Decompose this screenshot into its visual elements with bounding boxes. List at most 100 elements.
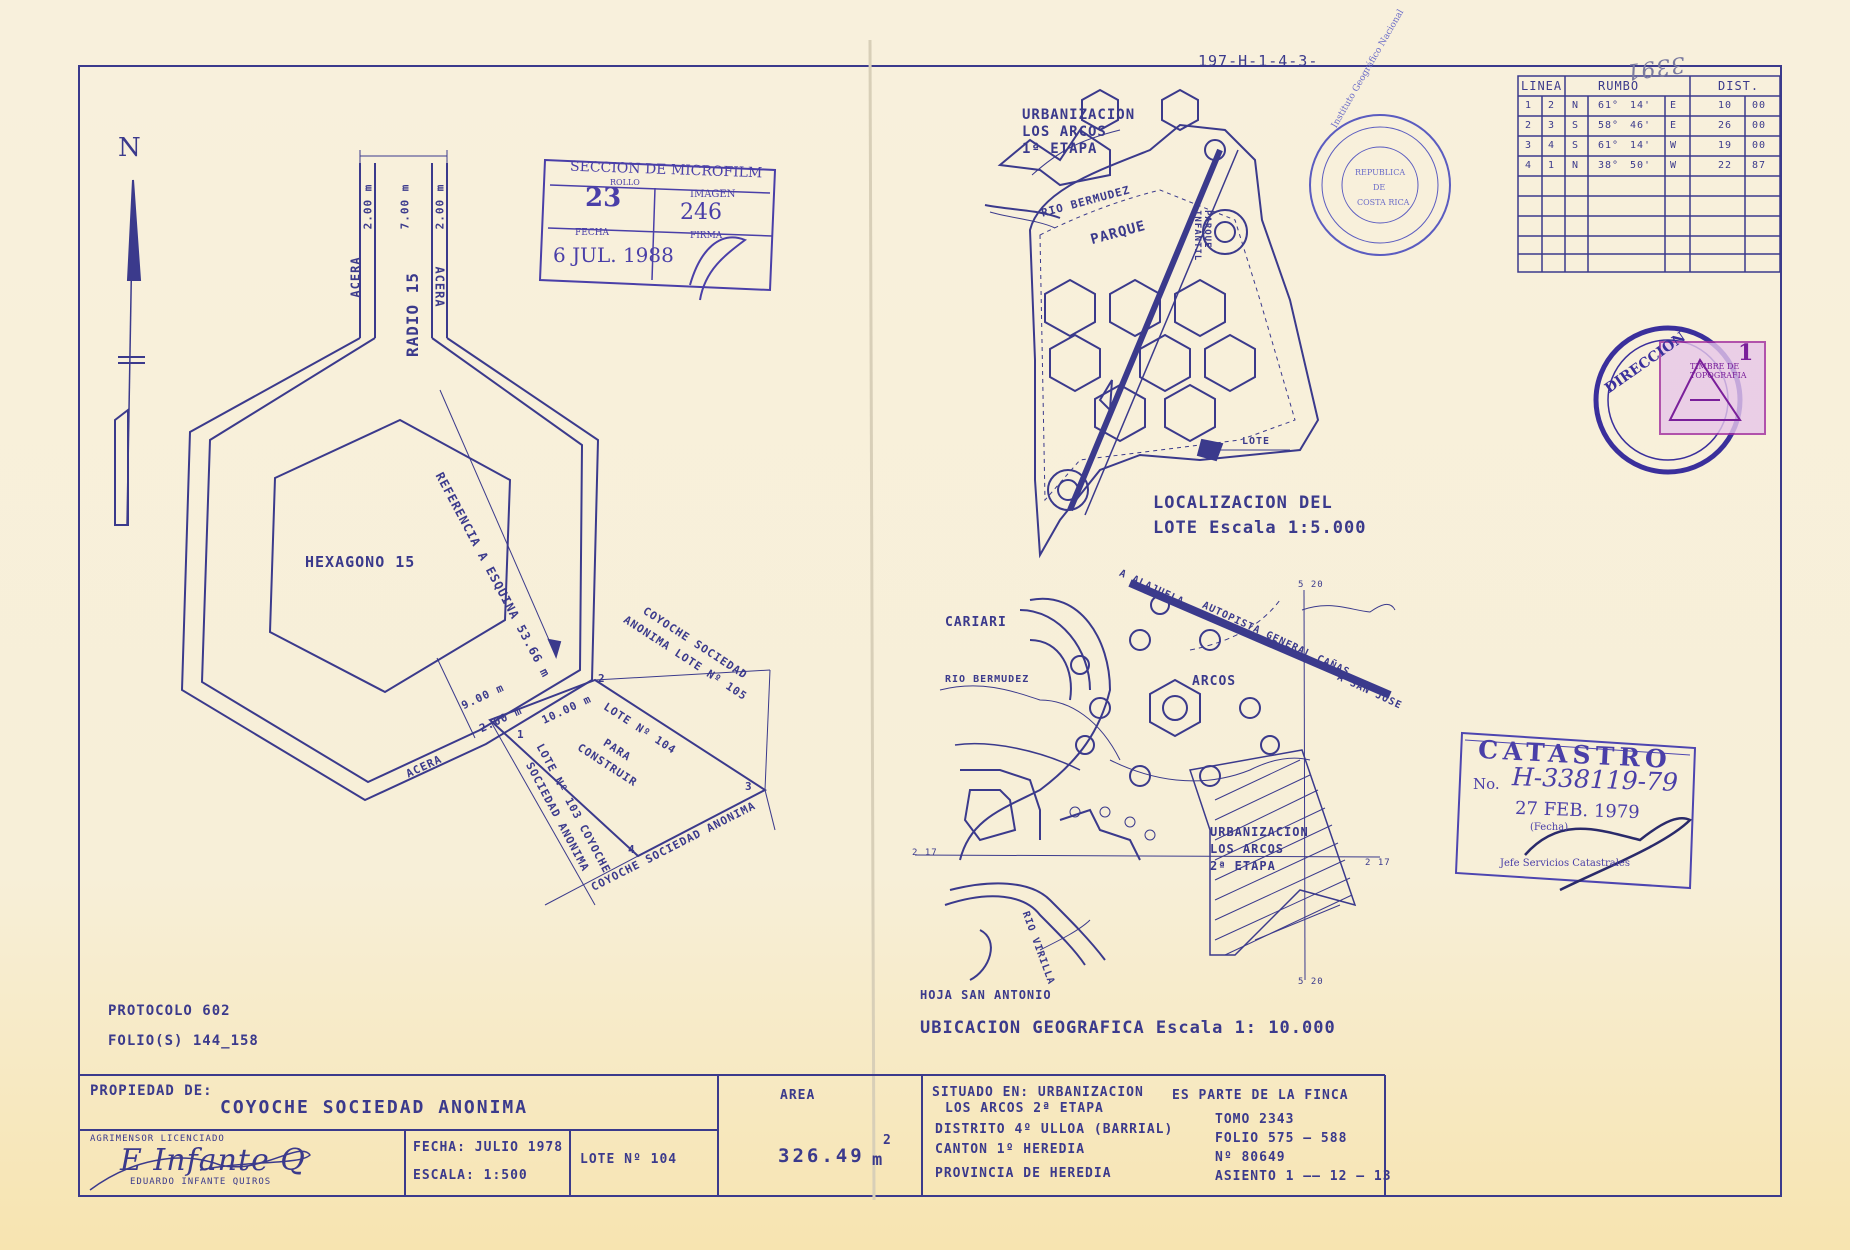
document-code: 197-H-1-4-3- [1198,52,1319,70]
geo-urb-1: URBANIZACION [1210,825,1309,839]
seal-center-2: DE [1373,183,1386,192]
bearing-cell: 1 [1548,160,1556,171]
loc-caption-1: LOCALIZACION DEL [1153,493,1333,513]
geo-urb-3: 2ª ETAPA [1210,859,1276,873]
bearing-cell: 50' [1630,160,1652,171]
tomo: TOMO 2343 [1215,1112,1295,1127]
catastro-number: H-338119-79 [1511,762,1679,797]
catastro-date: 27 FEB. 1979 [1514,797,1641,824]
sidewalk-right-label: ACERA [432,266,447,308]
bearing-cell: 58° [1598,120,1620,131]
bearing-cell: 00 [1752,140,1767,151]
numero-finca: Nº 80649 [1215,1150,1286,1165]
microfilm-rollo-label: ROLLO [610,178,640,187]
bearing-cell: N [1572,160,1580,171]
surveyor-signature-text: E Infante Q [120,1143,306,1178]
north-label: N [118,133,142,163]
bearing-cell: 00 [1752,100,1767,111]
bearing-cell: 10 [1718,100,1733,111]
bearing-cell: S [1572,120,1580,131]
geo-arcos: ARCOS [1192,674,1237,689]
bearing-cell: S [1572,140,1580,151]
loc-lote: LOTE [1242,436,1271,447]
catastro-stamp [1454,731,1697,892]
title-block-grid [79,1074,1386,1196]
vertex-3: 3 [745,780,753,793]
seal-center-1: REPUBLICA [1355,168,1406,177]
geo-urb-2: LOS ARCOS [1210,842,1285,856]
folio: FOLIO 575 — 588 [1215,1131,1348,1146]
bearing-cell: 3 [1548,120,1556,131]
fecha: FECHA: JULIO 1978 [413,1140,564,1155]
bearing-header-rumbo: RUMBO [1598,79,1640,93]
owner-name: COYOCHE SOCIEDAD ANONIMA [220,1097,529,1118]
microfilm-firma-label: FIRMA [690,231,723,241]
geo-hoja: HOJA SAN ANTONIO [920,988,1052,1002]
sidewalk-outer [180,337,600,802]
bearing-header-linea: LINEA [1521,79,1563,93]
microfilm-imagen: 246 [680,200,722,225]
geo-caption: UBICACION GEOGRAFICA Escala 1: 10.000 [920,1018,1336,1038]
bearing-cell: 61° [1598,140,1620,151]
bearing-cell: 4 [1525,160,1533,171]
finca-label: ES PARTE DE LA FINCA [1172,1088,1349,1103]
loc-arcos: LOS ARCOS [1022,124,1107,140]
grid-520-top: 5 20 [1298,580,1324,590]
sidewalk-left-label: ACERA [348,256,363,298]
topo-label: TIMBRE DE TOPOGRAFIA [1690,362,1747,380]
bearing-cell: 46' [1630,120,1652,131]
topo-value: 1 [1738,340,1754,366]
bearing-cell: W [1670,160,1678,171]
asiento: ASIENTO 1 —— 12 — 13 [1215,1169,1392,1184]
bearing-cell: 2 [1548,100,1556,111]
situado-line-2: LOS ARCOS 2ª ETAPA [945,1101,1104,1116]
sidewalk-left-width: 2.00 m [361,183,375,230]
bearing-cell: 19 [1718,140,1733,151]
instituto-seal [1309,114,1451,256]
hexagon-15 [268,418,512,694]
agrimensor-name: EDUARDO INFANTE QUIROS [130,1177,272,1187]
bearing-cell: W [1670,140,1678,151]
catastro-fecha-label: (Fecha) [1530,822,1569,833]
microfilm-date: 6 JUL. 1988 [553,243,674,267]
catastro-jefe: Jefe Servicios Catastrales [1500,858,1630,869]
lote-number: LOTE Nº 104 [580,1152,678,1167]
loc-urbanizacion: URBANIZACION [1022,107,1136,123]
bearing-cell: 1 [1525,100,1533,111]
hexagon-label: HEXAGONO 15 [305,553,416,571]
microfilm-imagen-label: IMAGEN [690,189,736,200]
bearing-cell: 61° [1598,100,1620,111]
microfilm-fecha-label: FECHA [575,228,610,238]
bearing-header-dist: DIST. [1718,79,1760,93]
area-exponent: 2 [883,1133,892,1148]
grid-217-left: 2 17 [912,848,938,858]
bearing-cell: 26 [1718,120,1733,131]
area-value: 326.49 [778,1145,865,1167]
grid-520-bottom: 5 20 [1298,977,1324,987]
geo-rio-bermudez: RIO BERMUDEZ [945,674,1030,685]
vertex-2: 2 [598,672,606,685]
location-map [984,88,1320,559]
canton: CANTON 1º HEREDIA [935,1142,1086,1157]
agrimensor-label: AGRIMENSOR LICENCIADO [90,1134,225,1144]
microfilm-rollo: 23 [585,183,622,213]
sidewalk-right-width: 2.00 m [433,183,447,230]
drawing-frame [78,65,1782,1197]
bearing-cell: 38° [1598,160,1620,171]
microfilm-stamp-box [538,158,777,301]
bearing-cell: 14' [1630,100,1652,111]
bearing-cell: 00 [1752,120,1767,131]
bearing-cell: 3 [1525,140,1533,151]
geo-cariari: CARIARI [945,615,1007,630]
fold-line [868,39,876,1201]
escala: ESCALA: 1:500 [413,1168,528,1183]
provincia: PROVINCIA DE HEREDIA [935,1166,1112,1181]
street-radio-15 [359,150,448,338]
vertex-1: 1 [517,728,525,741]
catastro-no-label: No. [1473,775,1500,793]
bearing-cell: 22 [1718,160,1733,171]
distrito: DISTRITO 4º ULLOA (BARRIAL) [935,1122,1174,1137]
bearing-cell: 4 [1548,140,1556,151]
